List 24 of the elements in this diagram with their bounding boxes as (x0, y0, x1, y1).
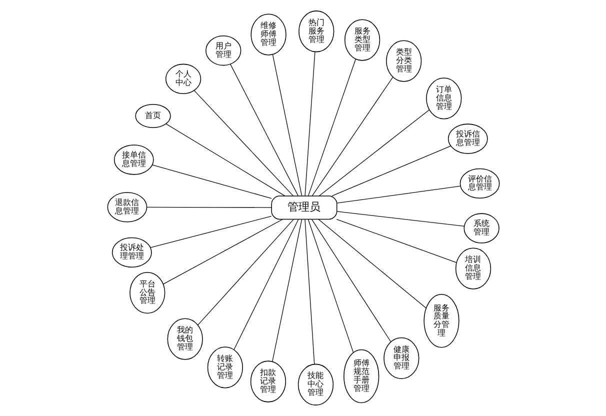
connector (311, 219, 391, 342)
connector (197, 218, 294, 326)
connector (193, 90, 294, 196)
connector (304, 219, 314, 364)
connector (336, 211, 464, 227)
connector (318, 218, 426, 308)
connector (272, 218, 302, 362)
connector (331, 146, 450, 196)
node-box: 管理员 (270, 196, 337, 220)
connector (318, 110, 430, 196)
connector (162, 218, 283, 284)
connector (150, 216, 272, 248)
connector (233, 219, 298, 350)
connector (229, 64, 298, 196)
connector (146, 206, 272, 208)
connector (307, 219, 354, 353)
connector (304, 52, 315, 196)
connector (272, 54, 302, 196)
connector (311, 76, 393, 196)
connector (336, 218, 456, 263)
connector (165, 124, 285, 196)
connector (152, 164, 272, 199)
connector (307, 58, 356, 196)
connector (336, 186, 460, 204)
